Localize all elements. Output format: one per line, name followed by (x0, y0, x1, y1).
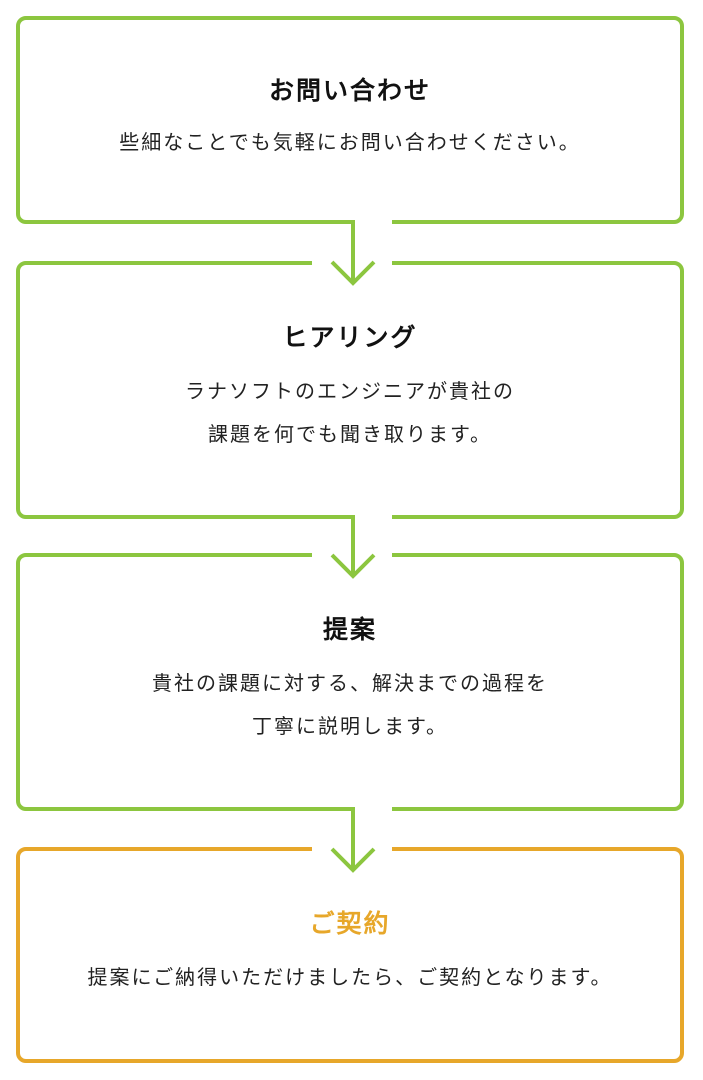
step-description-line: 課題を何でも聞き取ります。 (208, 422, 492, 446)
step-proposal: 提案 貴社の課題に対する、解決までの過程を 丁寧に説明します。 (16, 553, 684, 811)
step-description-line: 貴社の課題に対する、解決までの過程を (152, 671, 548, 695)
step-description: 提案にご納得いただけましたら、ご契約となります。 (20, 956, 680, 999)
step-title: ヒアリング (282, 323, 418, 352)
step-description-line: 些細なことでも気軽にお問い合わせください。 (119, 130, 581, 154)
step-description-line: 提案にご納得いただけましたら、ご契約となります。 (87, 965, 613, 989)
step-description-line: 丁寧に説明します。 (252, 714, 448, 738)
step-description: ラナソフトのエンジニアが貴社の 課題を何でも聞き取ります。 (20, 370, 680, 456)
step-description: 些細なことでも気軽にお問い合わせください。 (20, 121, 680, 164)
step-hearing: ヒアリング ラナソフトのエンジニアが貴社の 課題を何でも聞き取ります。 (16, 261, 684, 519)
step-title: お問い合わせ (268, 76, 431, 105)
step-inquiry: お問い合わせ 些細なことでも気軽にお問い合わせください。 (16, 16, 684, 224)
step-description-line: ラナソフトのエンジニアが貴社の (185, 379, 515, 403)
step-description: 貴社の課題に対する、解決までの過程を 丁寧に説明します。 (20, 662, 680, 748)
step-title: 提案 (322, 615, 377, 644)
step-contract: ご契約 提案にご納得いただけましたら、ご契約となります。 (16, 847, 684, 1063)
step-title: ご契約 (309, 909, 391, 938)
